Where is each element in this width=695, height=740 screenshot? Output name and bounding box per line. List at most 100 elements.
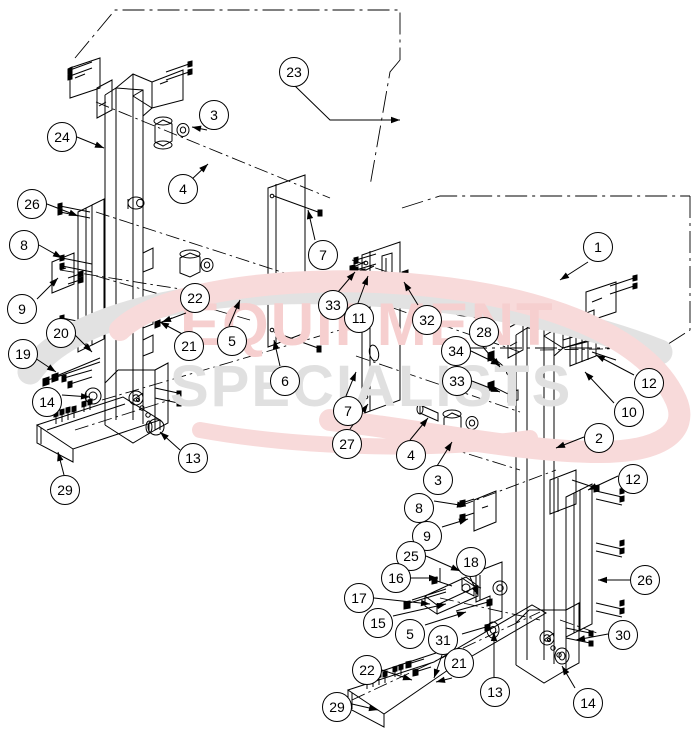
callout-11: 11: [344, 303, 374, 333]
leader-arrow-16: [429, 574, 438, 582]
callout-7: 7: [333, 396, 363, 426]
callout-21: 21: [444, 648, 474, 678]
callout-6: 6: [270, 366, 300, 396]
callout-17: 17: [344, 583, 374, 613]
callout-18: 18: [456, 547, 486, 577]
callout-2: 2: [584, 423, 614, 453]
leader-arrow-10: [585, 372, 594, 381]
callout-30: 30: [608, 620, 638, 650]
leader-arrow-9: [49, 278, 58, 287]
callout-12: 12: [618, 464, 648, 494]
leader-arrow-8: [456, 501, 466, 508]
right-flat-bar-26: [565, 483, 625, 638]
leader-arrow-24: [94, 141, 104, 148]
callout-27: 27: [332, 429, 362, 459]
leader-arrow-3: [192, 125, 202, 132]
callout-22: 22: [352, 655, 382, 685]
leader-line-17: [373, 597, 431, 605]
left-column-assembly: [35, 57, 239, 463]
callout-4: 4: [168, 174, 198, 204]
callout-9: 9: [7, 294, 37, 324]
left-bushing-13: [145, 418, 165, 436]
leader-arrow-11: [361, 276, 368, 286]
callout-15: 15: [363, 608, 393, 638]
leader-arrow-4: [199, 164, 208, 173]
callout-10: 10: [614, 397, 644, 427]
leader-line-15: [392, 603, 447, 617]
left-rod-pair: [154, 387, 182, 407]
callout-5: 5: [217, 326, 247, 356]
leader-arrow-32: [404, 282, 412, 292]
leader-arrow-21: [160, 322, 170, 330]
callout-19: 19: [8, 339, 38, 369]
leader-arrow-3: [444, 442, 452, 452]
callout-24: 24: [47, 122, 77, 152]
callout-13: 13: [480, 677, 510, 707]
leader-arrow-15: [436, 602, 446, 610]
leader-arrow-34: [490, 358, 500, 365]
leader-arrow-12: [588, 483, 598, 490]
right-bushings-13-14: [492, 580, 570, 665]
callout-3: 3: [199, 100, 229, 130]
leader-arrow-13: [490, 632, 498, 641]
leader-arrow-22: [402, 674, 412, 681]
callout-26: 26: [630, 565, 660, 595]
leader-arrow-8: [52, 250, 62, 258]
leader-arrow-14: [80, 393, 90, 400]
leader-arrow-26: [68, 209, 78, 216]
callout-5: 5: [395, 619, 425, 649]
callout-13: 13: [178, 443, 208, 473]
leader-arrow-13: [160, 432, 169, 441]
callout-4: 4: [396, 440, 426, 470]
callout-20: 20: [46, 318, 76, 348]
callout-3: 3: [423, 465, 453, 495]
leader-arrow-20: [83, 343, 92, 352]
left-roller-top: [153, 116, 190, 150]
leader-arrow-31: [433, 668, 440, 678]
leader-arrow-21: [436, 676, 446, 683]
callout-22: 22: [180, 283, 210, 313]
leader-arrow-6: [272, 340, 280, 350]
leader-arrow-5: [233, 300, 240, 310]
phantom-boundary-left: [74, 9, 401, 187]
leader-arrow-33: [346, 272, 355, 281]
callout-34: 34: [441, 336, 471, 366]
callout-21: 21: [174, 331, 204, 361]
phantom-boundary-right: [401, 195, 691, 349]
callout-14: 14: [573, 688, 603, 718]
leader-arrow-23: [391, 116, 400, 124]
callout-29: 29: [322, 692, 352, 722]
left-top-brackets: [67, 57, 193, 119]
callout-8: 8: [9, 230, 39, 260]
callout-16: 16: [381, 563, 411, 593]
leader-arrow-29: [57, 452, 64, 462]
leader-arrow-7: [349, 372, 356, 382]
left-inner-bushing: [128, 390, 144, 406]
leader-arrow-12: [596, 355, 606, 363]
callout-26: 26: [17, 189, 47, 219]
leader-arrow-33: [490, 385, 500, 392]
leader-arrow-22: [162, 315, 172, 322]
callout-23: 23: [279, 57, 309, 87]
leader-arrow-9: [458, 518, 468, 525]
callout-33: 33: [442, 366, 472, 396]
callout-25: 25: [396, 541, 426, 571]
callout-33: 33: [318, 290, 348, 320]
callout-7: 7: [308, 240, 338, 270]
callout-8: 8: [404, 493, 434, 523]
callout-32: 32: [412, 305, 442, 335]
leader-arrow-19: [46, 364, 56, 372]
leader-arrow-27: [360, 404, 368, 414]
leader-arrow-30: [576, 635, 586, 642]
leader-arrow-17: [420, 599, 430, 607]
leader-arrow-29: [368, 704, 378, 712]
leader-line-23: [293, 84, 400, 121]
callout-28: 28: [469, 317, 499, 347]
leader-arrow-26: [598, 576, 607, 584]
leader-arrow-4: [419, 418, 428, 427]
leader-arrow-1: [560, 272, 570, 280]
callout-12: 12: [634, 368, 664, 398]
callout-1: 1: [583, 232, 613, 262]
